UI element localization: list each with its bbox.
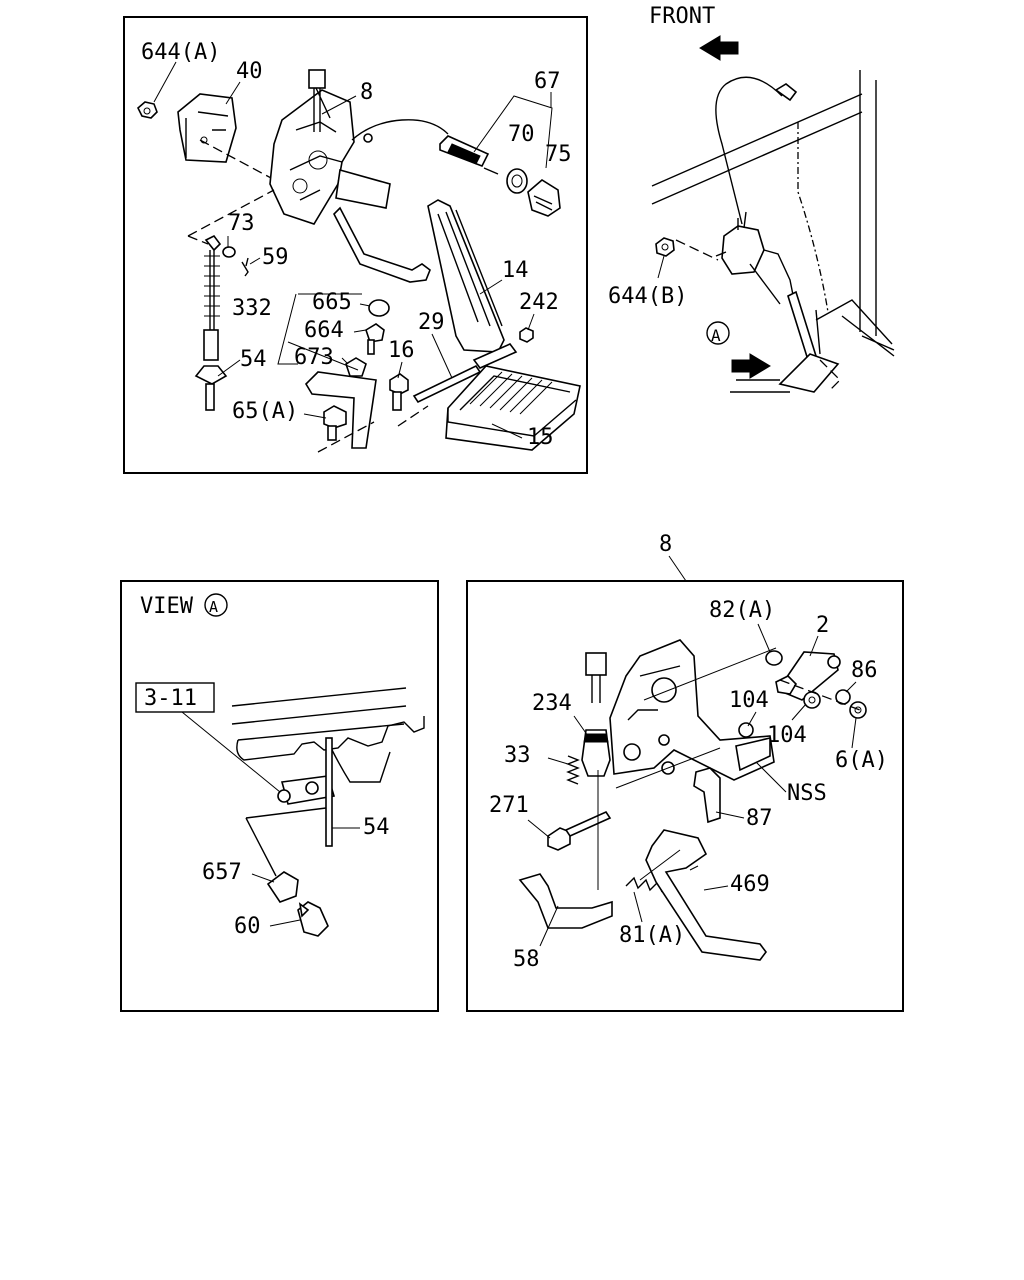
- callout-2: 2: [816, 613, 829, 638]
- callout-644a: 644(A): [141, 40, 220, 65]
- callout-332: 332: [232, 296, 272, 321]
- callout-673: 673: [294, 345, 334, 370]
- ref-3-11: 3-11: [144, 686, 197, 711]
- view-a-marker-letter: A: [711, 326, 721, 345]
- callout-67: 67: [534, 69, 561, 94]
- panel-view-a-border: [120, 580, 439, 1012]
- detail-leaders: [527, 623, 857, 947]
- panel-detail-8-border: [466, 580, 904, 1012]
- top-left-leaders: [153, 61, 535, 439]
- callout-70: 70: [508, 122, 535, 147]
- callout-14: 14: [502, 258, 529, 283]
- callout-65a: 65(A): [232, 399, 298, 424]
- callout-16: 16: [388, 338, 415, 363]
- view-a-title-circle: [204, 593, 228, 617]
- panel-top-left-border: [123, 16, 588, 474]
- callout-58: 58: [513, 947, 540, 972]
- callout-644b: 644(B): [608, 284, 687, 309]
- callout-73: 73: [228, 211, 255, 236]
- callout-81a: 81(A): [619, 923, 685, 948]
- callout-15: 15: [527, 425, 554, 450]
- view-title: VIEW: [140, 594, 194, 619]
- ref-3-11-box: [135, 682, 215, 713]
- callout-234: 234: [532, 691, 572, 716]
- callout-469: 469: [730, 872, 770, 897]
- callout-86: 86: [851, 658, 878, 683]
- view-title-marker: A: [209, 598, 218, 616]
- callout-59: 59: [262, 245, 289, 270]
- callout-29: 29: [418, 310, 445, 335]
- front-label: FRONT: [649, 4, 715, 29]
- vehicle-location-art: [651, 35, 895, 393]
- detail-8-art: [518, 555, 867, 961]
- callout-40: 40: [236, 59, 263, 84]
- callout-8-top: 8: [360, 80, 373, 105]
- callout-271: 271: [489, 793, 529, 818]
- callout-657: 657: [202, 860, 242, 885]
- accelerator-assembly-art: [137, 69, 581, 453]
- callout-54-view: 54: [363, 815, 390, 840]
- front-arrow-icon: [699, 35, 739, 61]
- callout-87: 87: [746, 806, 773, 831]
- callout-60: 60: [234, 914, 261, 939]
- callout-82a: 82(A): [709, 598, 775, 623]
- callout-75: 75: [545, 142, 572, 167]
- callout-33: 33: [504, 743, 531, 768]
- callout-104-b: 104: [767, 723, 807, 748]
- view-leaders: [251, 827, 360, 927]
- callout-8-detail: 8: [659, 532, 672, 557]
- callout-242: 242: [519, 290, 559, 315]
- callout-54-top: 54: [240, 347, 267, 372]
- direction-arrow-icon: [731, 353, 771, 379]
- callout-104-a: 104: [729, 688, 769, 713]
- callout-6a: 6(A): [835, 748, 888, 773]
- callout-nss: NSS: [787, 781, 827, 806]
- view-a-art: [135, 682, 425, 937]
- view-a-marker-circle: [706, 321, 730, 345]
- callout-665: 665: [312, 290, 352, 315]
- callout-664: 664: [304, 318, 344, 343]
